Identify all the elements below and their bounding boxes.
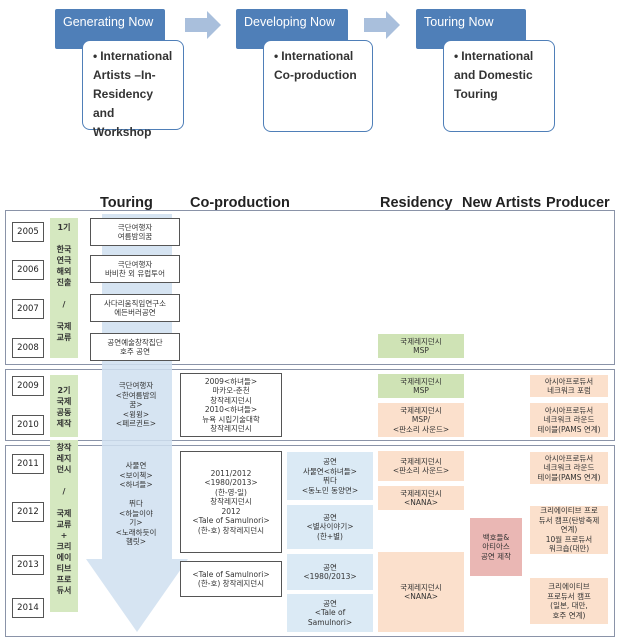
year-2012: 2012 <box>12 502 44 522</box>
year-2009: 2009 <box>12 376 44 396</box>
residency-2013-2014: 국제레지던시 <NANA> <box>378 552 464 632</box>
producer-2009: 아시아프로듀서 네크워크 포럼 <box>530 375 608 397</box>
year-2005: 2005 <box>12 222 44 242</box>
header-new-artists: New Artists <box>462 195 542 211</box>
residency-2012: 국제레지던시 <NANA> <box>378 486 464 510</box>
coproduction-2011-2012: 2011/2012 <1980/2013> (한-영-일) 창작레지던시 201… <box>180 451 282 553</box>
stage-1-body: •International Artists –In-Residency and… <box>82 40 184 139</box>
touring-2005: 극단여행자 여름밤의꿈 <box>90 218 180 246</box>
flow-arrow-icon <box>364 11 400 39</box>
phase-2-label: 2기 국제 공동 제작 <box>50 375 78 437</box>
touring-2011-2012: 사물연 <보이첵> <하녀들> 뛰다 <하늘이야 기> <노래하듯이 햄릿> <box>115 461 157 547</box>
producer-2012: 크리에이티브 프로 듀서 캠프(탄방축제 연계) 10월 프로듀서 워크숍(대만… <box>530 506 608 554</box>
coproduction-2013: <Tale of Samulnori> (한-호) 창작레지던시 <box>180 561 282 597</box>
header-residency: Residency <box>380 195 453 211</box>
year-2006: 2006 <box>12 260 44 280</box>
show-2013: 공연 <1980/2013> <box>287 554 373 590</box>
year-2011: 2011 <box>12 454 44 474</box>
stage-3-body: •International and Domestic Touring <box>443 40 555 132</box>
coproduction-2009-2010: 2009<하녀들> 마카오-춘천 창작레지던시 2010<하녀들> 뉴욕 시립기… <box>180 373 282 437</box>
year-2008: 2008 <box>12 338 44 358</box>
show-2014: 공연 <Tale of Samulnori> <box>287 594 373 632</box>
stage-2-text: International Co-production <box>274 49 357 82</box>
residency-2010: 국제레지던시 MSP/ <판소리 사운드> <box>378 403 464 437</box>
stage-2-body: •International Co-production <box>263 40 373 132</box>
year-2010: 2010 <box>12 415 44 435</box>
header-coproduction: Co-production <box>190 195 290 211</box>
phase-3-label: 창작 레지 던시 / 국제 교류 + 크리 에이 티브 프로 듀서 <box>50 440 78 612</box>
residency-2008: 국제레지던시 MSP <box>378 334 464 358</box>
header-producer: Producer <box>546 195 610 211</box>
bullet: • <box>93 49 98 63</box>
header-touring: Touring <box>100 195 153 211</box>
year-2013: 2013 <box>12 555 44 575</box>
stage-1-text: International Artists –In-Residency and … <box>93 49 173 139</box>
producer-2010: 아시아프로듀서 네크워크 라운드 테이블(PAMS 연계) <box>530 403 608 437</box>
touring-2009-2010: 극단여행자 <한여름밤의 꿈> <윙윙> <페르귄트> <box>115 381 157 429</box>
touring-2008: 공연예술창작집단 호주 공연 <box>90 333 180 361</box>
year-2014: 2014 <box>12 598 44 618</box>
new-artists-2012: 백호들& 아티아스 공연 제작 <box>470 518 522 576</box>
show-2012: 공연 <별사이야기> (한+별) <box>287 505 373 549</box>
flow-arrow-icon <box>185 11 221 39</box>
phase-1-label: 1기 한국 연극 해외 진출 / 국제 교류 <box>50 218 78 358</box>
show-2011: 공연 사물연<하녀들> 뛰다 <동노민 동양면> <box>287 452 373 500</box>
year-2007: 2007 <box>12 299 44 319</box>
residency-2011: 국제레지던시 <판소리 사운드> <box>378 451 464 481</box>
producer-2011: 아시아프로듀서 네크워크 라운드 테이블(PAMS 연계) <box>530 452 608 484</box>
stage-3-text: International and Domestic Touring <box>454 49 534 101</box>
producer-2013-2014: 크리에이티브 프로듀서 캠프 (일본, 대만, 호주 연계) <box>530 578 608 624</box>
touring-2007: 사다리움직임연구소 에든버러공연 <box>90 294 180 322</box>
residency-2009: 국제레지던시 MSP <box>378 374 464 398</box>
bullet: • <box>454 49 459 63</box>
touring-2006: 극단여행자 바비찬 외 유럽투어 <box>90 255 180 283</box>
bullet: • <box>274 49 279 63</box>
